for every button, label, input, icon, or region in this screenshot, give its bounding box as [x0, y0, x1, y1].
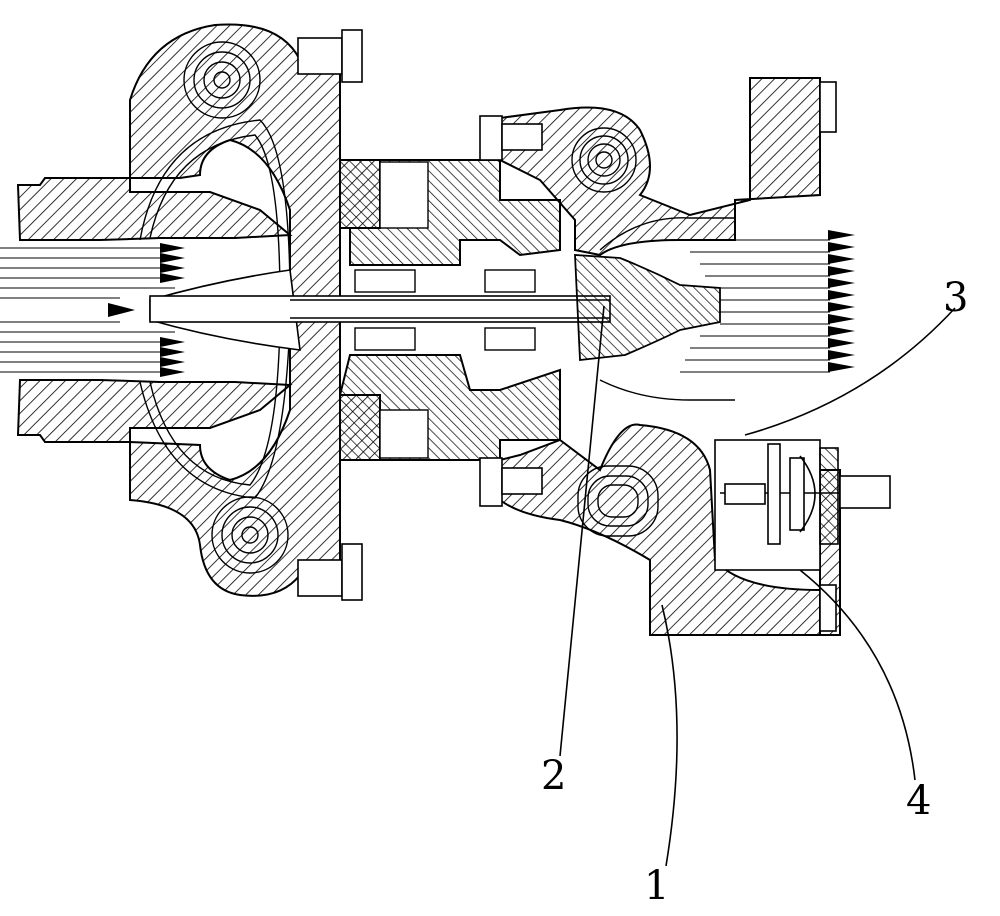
leader-line-1 — [662, 605, 677, 866]
reference-label-1: 1 — [644, 866, 669, 906]
compressor-inlet-lines — [0, 248, 175, 372]
turbine-outlet-arrowheads — [828, 230, 855, 372]
reference-label-4: 4 — [906, 781, 931, 821]
turbine-wheel — [575, 255, 720, 360]
turbo-shaft — [150, 296, 610, 322]
wastegate-valve — [715, 440, 890, 570]
reference-label-2: 2 — [541, 756, 566, 796]
reference-label-3: 3 — [943, 278, 968, 318]
